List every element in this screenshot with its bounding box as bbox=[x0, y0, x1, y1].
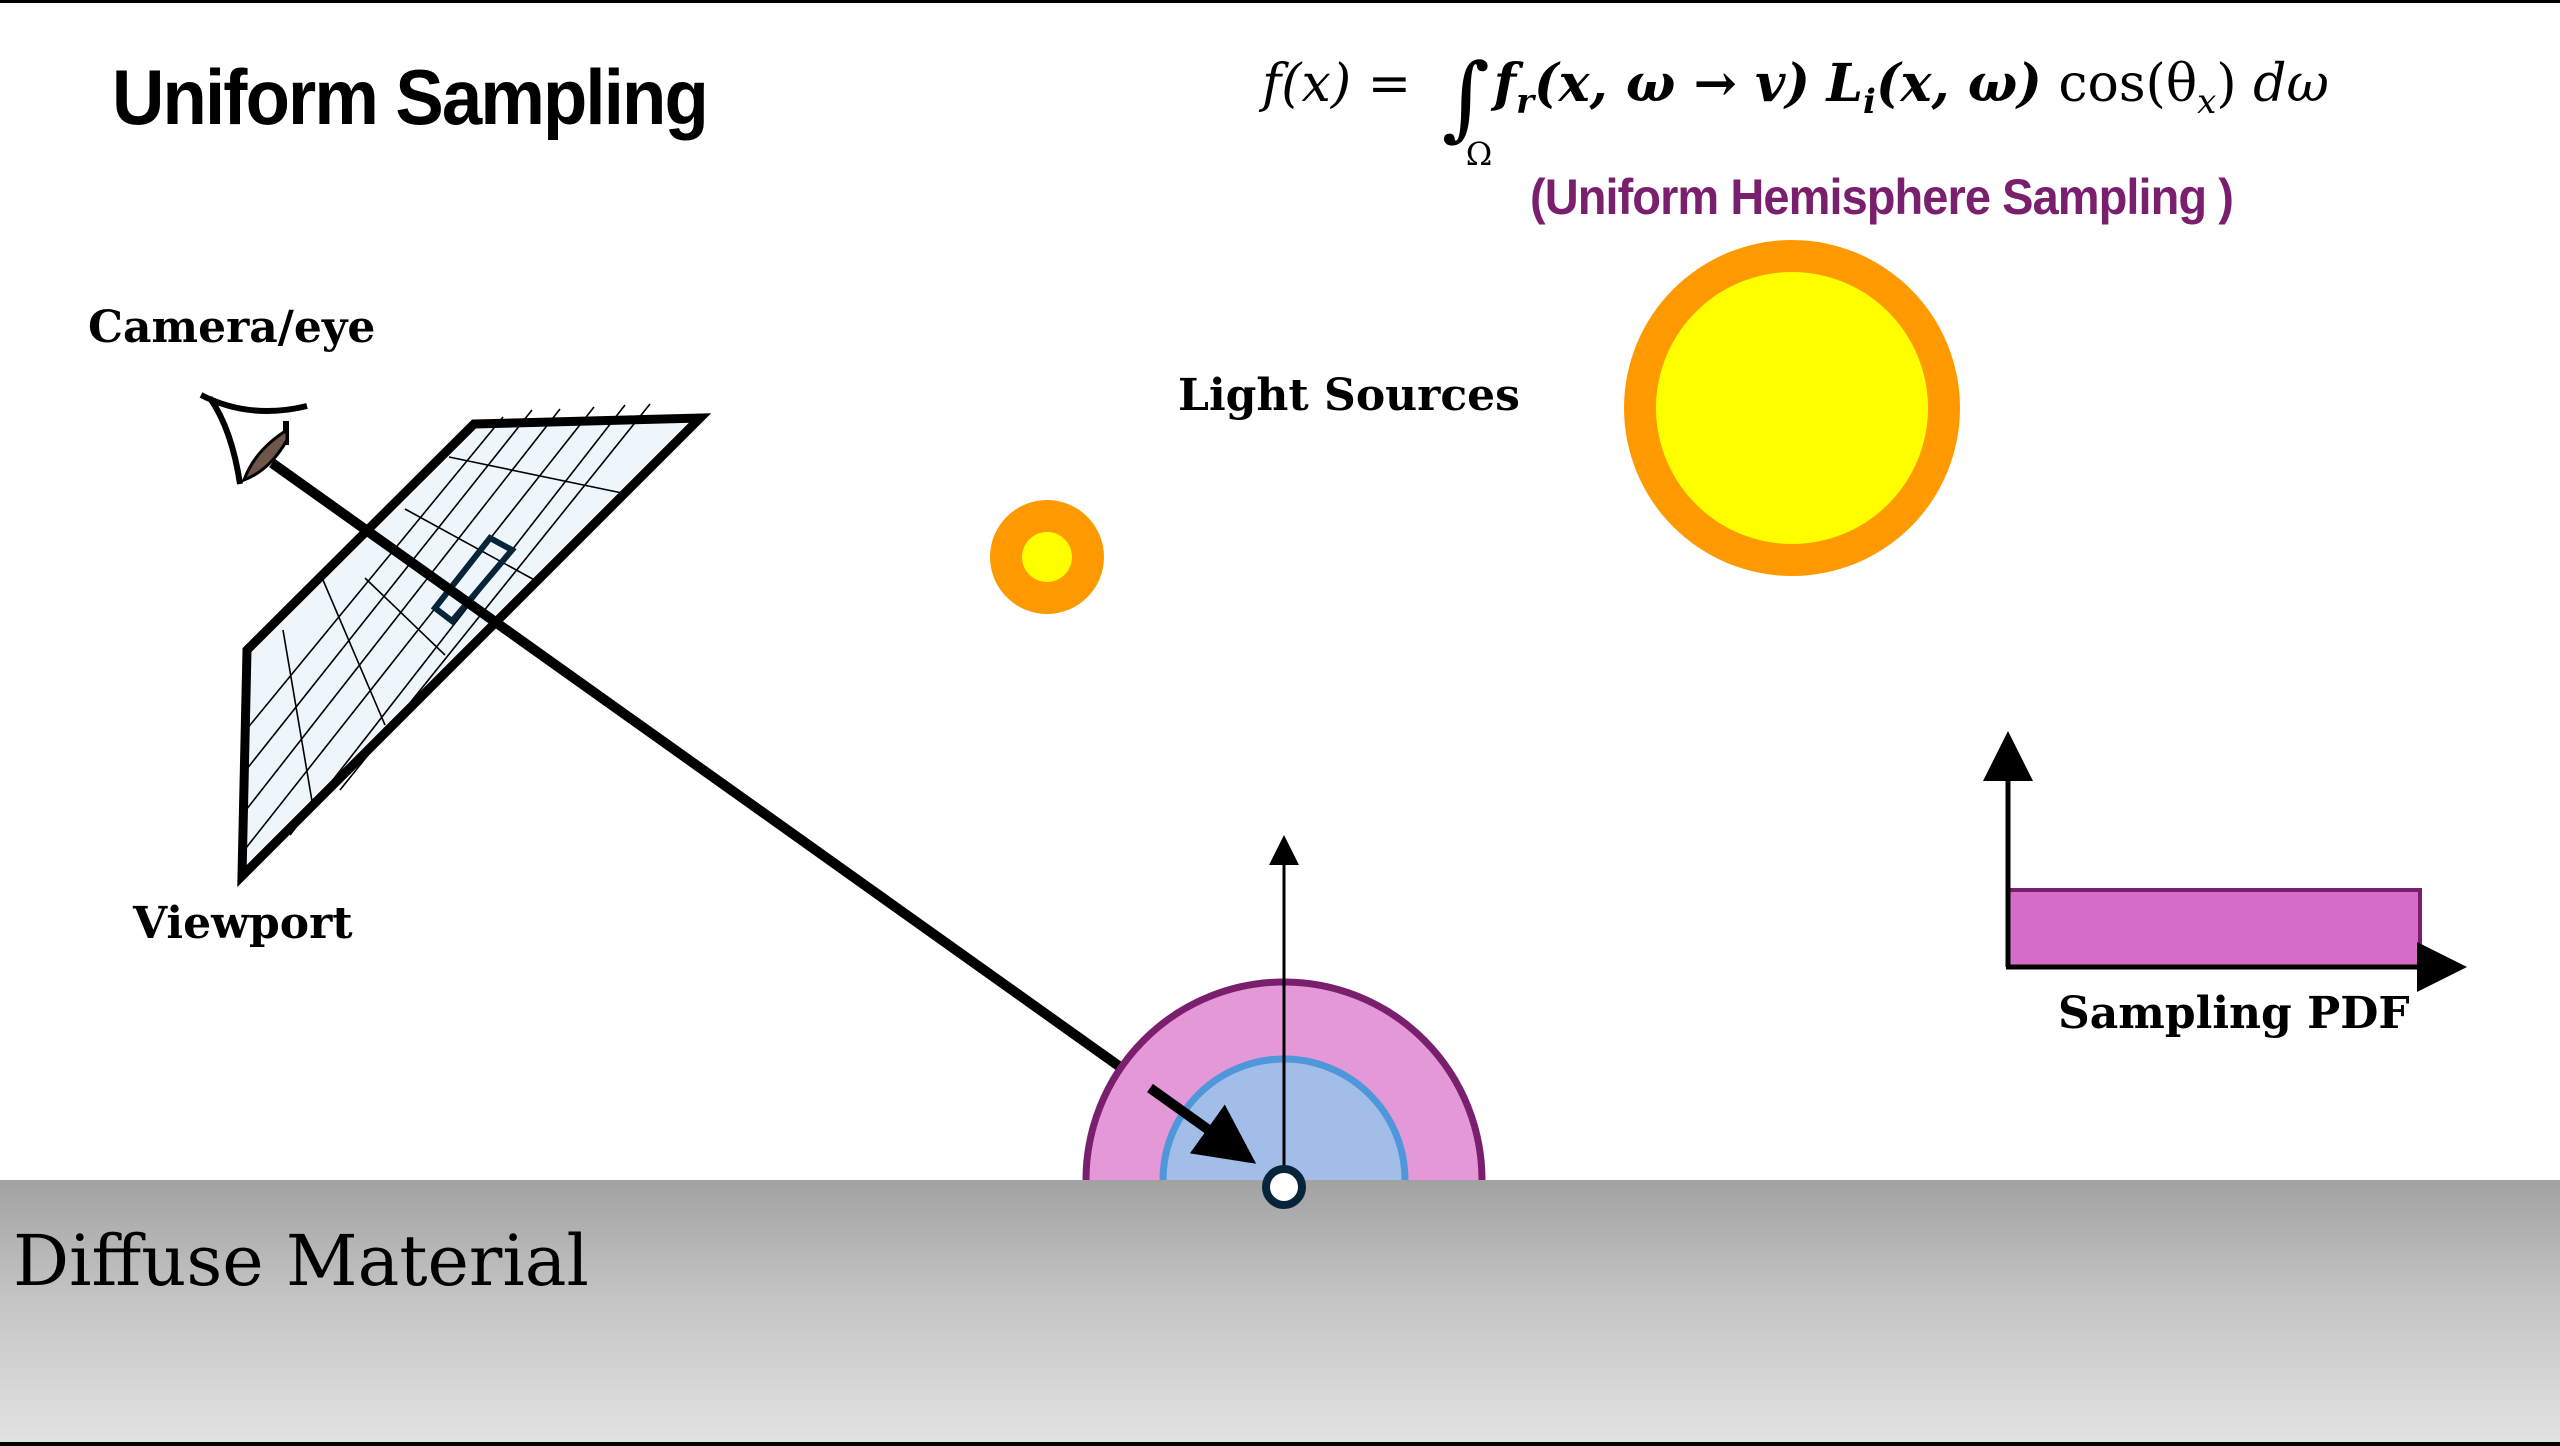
pdf-plot bbox=[1983, 731, 2467, 992]
label-sampling-pdf: Sampling PDF bbox=[2058, 988, 2410, 1039]
label-diffuse-material: Diffuse Material bbox=[13, 1220, 589, 1302]
top-border bbox=[0, 0, 2560, 3]
radiance-args: (x, ω) bbox=[1875, 53, 2042, 114]
camera-ray-arrow bbox=[269, 458, 1257, 1164]
cos-close: ) bbox=[2216, 54, 2237, 114]
eye-icon bbox=[199, 392, 308, 485]
cos-term: cos(θ bbox=[2058, 54, 2198, 114]
viewport-grid-icon bbox=[237, 403, 712, 888]
formula-lhs: f(x) = bbox=[1262, 54, 1412, 114]
label-camera-eye: Camera/eye bbox=[88, 302, 376, 353]
brdf-subscript: r bbox=[1516, 82, 1535, 122]
cos-subscript: x bbox=[2197, 82, 2217, 122]
integral-domain: Ω bbox=[1465, 135, 1493, 173]
radiance-subscript: i bbox=[1863, 82, 1876, 122]
integral-glyph: ∫ bbox=[1441, 44, 1490, 151]
surface-point-icon bbox=[1262, 1165, 1306, 1209]
label-viewport: Viewport bbox=[133, 898, 353, 949]
brdf-args: (x, ω → v) bbox=[1534, 53, 1810, 114]
brdf-symbol: f bbox=[1493, 53, 1517, 114]
radiance-symbol: L bbox=[1826, 53, 1864, 114]
measure: dω bbox=[2253, 54, 2329, 114]
bottom-border bbox=[0, 1442, 2560, 1446]
light-source-small-icon bbox=[990, 500, 1104, 614]
subtitle-uniform-hemisphere: (Uniform Hemisphere Sampling ) bbox=[1530, 169, 2234, 225]
integral-sign: ∫Ω bbox=[1442, 52, 1493, 171]
label-light-sources: Light Sources bbox=[1178, 370, 1520, 421]
slide-title: Uniform Sampling bbox=[112, 53, 709, 141]
light-source-large-icon bbox=[1624, 240, 1960, 576]
diffuse-material-surface bbox=[0, 1180, 2560, 1442]
